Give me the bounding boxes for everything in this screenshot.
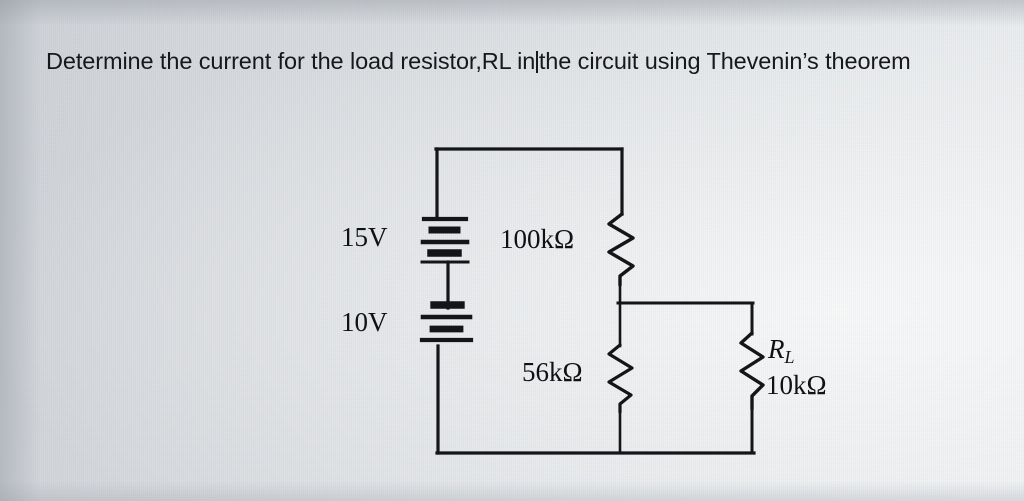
battery-15v-symbol	[420, 216, 470, 264]
label-battery-15v: 15V	[341, 222, 388, 252]
label-resistor-load-designator: RL	[768, 334, 795, 368]
label-resistor-56k: 56kΩ	[522, 357, 583, 387]
load-designator-letter: R	[768, 334, 785, 364]
label-resistor-100k: 100kΩ	[500, 224, 575, 254]
prompt-text-before-caret: Determine the current for the load resis…	[46, 48, 536, 74]
resistor-56k-symbol	[607, 343, 634, 414]
label-resistor-load-value: 10kΩ	[766, 370, 827, 400]
prompt-text-after-caret: the circuit using Thevenin’s theorem	[538, 48, 911, 74]
battery-10v-symbol	[419, 301, 474, 343]
text-caret	[536, 51, 538, 73]
resistor-100k-symbol	[607, 212, 635, 287]
question-prompt: Determine the current for the load resis…	[46, 46, 996, 76]
label-battery-10v: 10V	[341, 307, 388, 337]
resistor-load-symbol	[739, 331, 765, 411]
load-designator-subscript: L	[784, 347, 795, 367]
